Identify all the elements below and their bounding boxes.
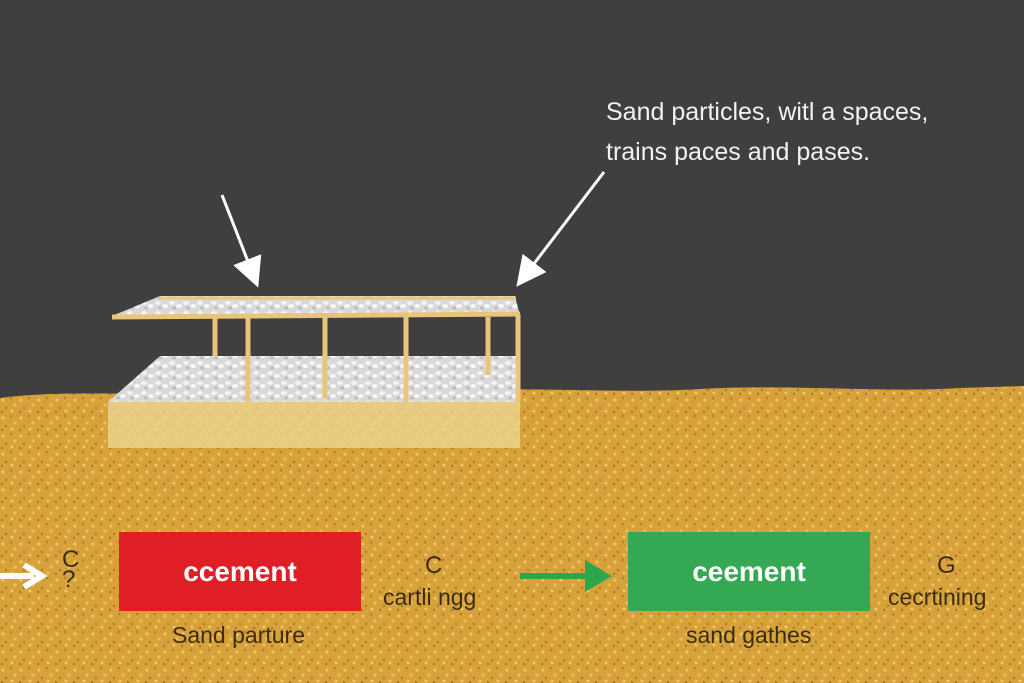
right-edge-letter: G — [937, 552, 956, 579]
left-side-mark: C ? — [62, 546, 80, 593]
caption-text: Sand particles, witl a spaces, trains pa… — [606, 92, 928, 172]
caption-line-2: trains paces and pases. — [606, 138, 871, 166]
right-edge-label: cecrtining — [888, 584, 987, 610]
cement-box-red-label: ccement — [183, 555, 297, 587]
pointer-arrow-left-icon — [220, 194, 262, 288]
sand-bed-structure — [108, 296, 521, 448]
arrow-right-icon — [0, 562, 48, 590]
sand-gathes-label: sand gathes — [686, 622, 812, 648]
cement-box-green-label: ceement — [692, 555, 806, 587]
middle-label: cartli ngg — [383, 584, 477, 610]
pointer-arrow-right-icon — [516, 171, 606, 287]
sand-parture-label: Sand parture — [172, 622, 305, 648]
cement-box-red: ccement — [119, 532, 361, 611]
green-arrow-right-icon — [520, 560, 612, 592]
middle-letter: C — [425, 552, 443, 579]
cement-box-green: ceement — [628, 532, 870, 611]
caption-line-1: Sand particles, witl a spaces, — [606, 98, 929, 126]
